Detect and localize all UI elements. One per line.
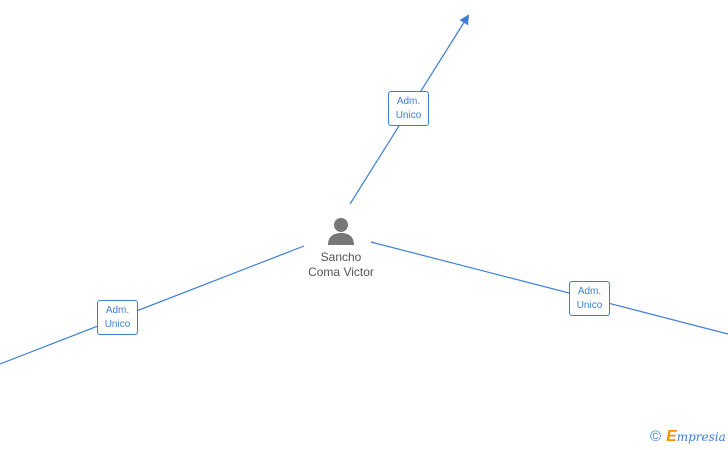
edge-label-right[interactable]: Adm. Unico — [569, 281, 610, 316]
edge-label-role-line1: Adm. — [105, 305, 130, 316]
edge-line-right — [370, 241, 728, 335]
person-node[interactable]: Sancho Coma Victor — [296, 216, 386, 280]
edge-label-top[interactable]: Adm. Unico — [388, 91, 429, 126]
person-name-line2: Coma Victor — [308, 265, 374, 279]
brand-footer: © E mpresia — [650, 428, 726, 446]
person-name: Sancho Coma Victor — [296, 250, 386, 280]
brand-logo-initial: E — [666, 428, 677, 445]
edge-label-role-line1: Adm. — [396, 96, 421, 107]
edge-label-role-line2: Unico — [576, 300, 603, 311]
person-name-line1: Sancho — [320, 250, 362, 264]
edge-label-role-line2: Unico — [104, 319, 131, 330]
edge-line-left — [0, 245, 305, 365]
edge-label-left[interactable]: Adm. Unico — [97, 300, 138, 335]
copyright-icon: © — [650, 428, 662, 445]
brand-logo-text: mpresia — [676, 430, 726, 444]
person-icon — [328, 218, 354, 245]
edge-label-role-line1: Adm. — [577, 286, 602, 297]
edge-label-role-line2: Unico — [395, 110, 422, 121]
